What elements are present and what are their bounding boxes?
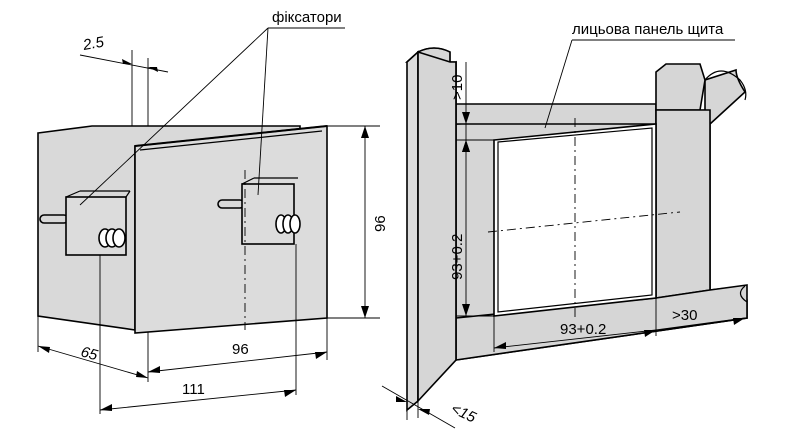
dimension-depth: 65 xyxy=(37,316,149,382)
front-width-label: 96 xyxy=(232,341,249,358)
dimension-offset: 2.5 xyxy=(79,33,169,126)
dimension-front-width: 96 xyxy=(147,318,328,373)
height-label: 96 xyxy=(372,215,389,232)
depth-label: 65 xyxy=(79,343,100,364)
dimension-cutout-width: 93+0.2 xyxy=(493,298,657,352)
dimension-total-length: 111 xyxy=(99,244,297,414)
fixators-label: фіксатори xyxy=(272,9,342,26)
cutout-height-label: 93+0.2 xyxy=(449,234,466,280)
dimension-cutout-height: 93+0.2 xyxy=(449,140,494,317)
left-fixator xyxy=(39,190,131,256)
dimension-height: 96 xyxy=(327,125,389,319)
dimension-panel-min-side: >30 xyxy=(655,307,746,331)
panel xyxy=(404,47,748,412)
right-fixator xyxy=(217,177,301,245)
offset-label: 2.5 xyxy=(81,33,106,54)
cutout-width-label: 93+0.2 xyxy=(560,321,606,338)
panel-thickness-label: <15 xyxy=(448,400,479,426)
panel-min-edge-label: >10 xyxy=(449,75,466,100)
panel-face-label: лицьова панель щита xyxy=(572,21,724,38)
panel-min-side-label: >30 xyxy=(672,307,697,324)
dimension-panel-thickness: <15 xyxy=(381,385,479,429)
total-length-label: 111 xyxy=(182,381,205,398)
